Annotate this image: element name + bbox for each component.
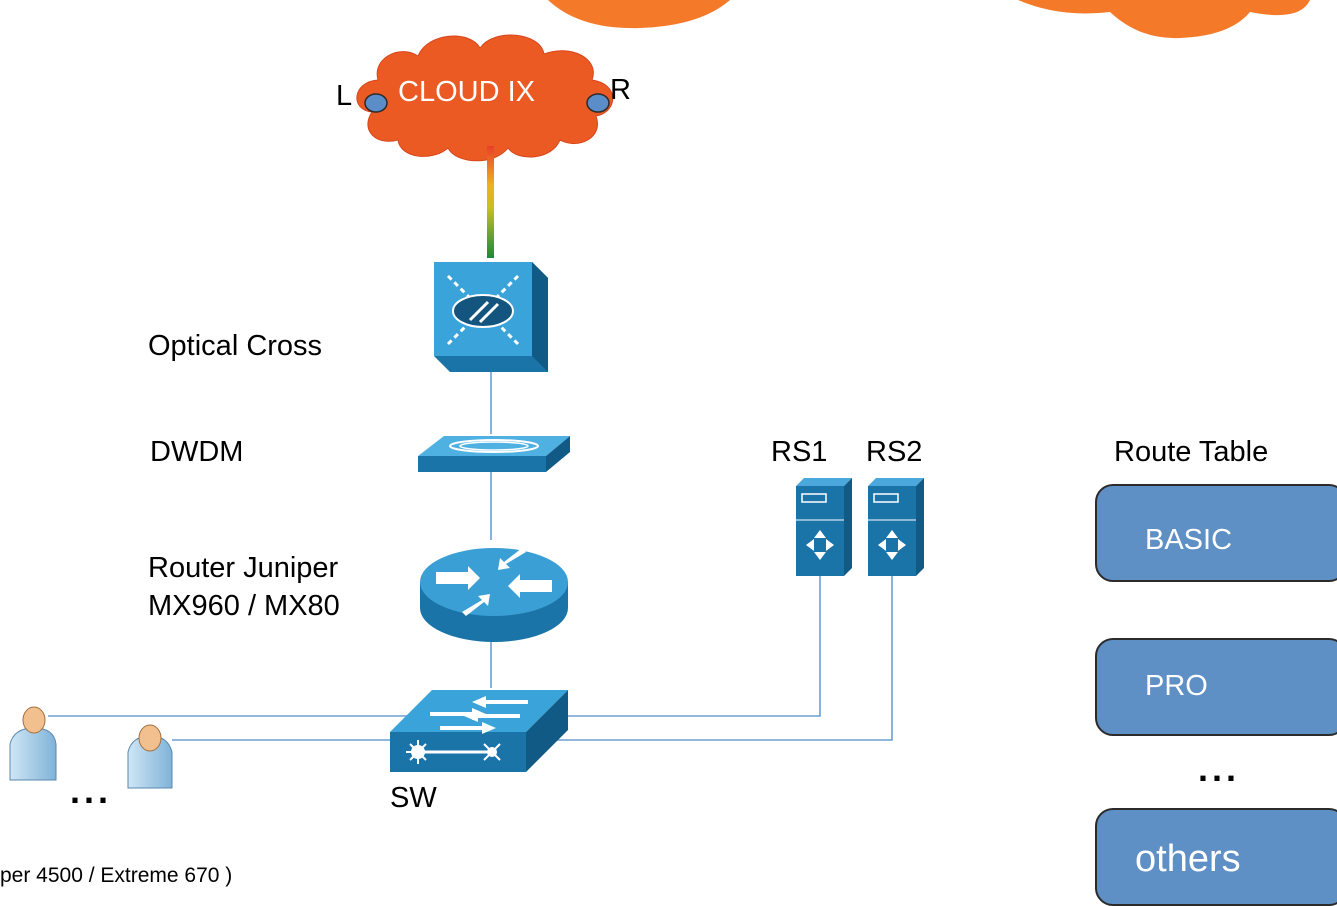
top-cloud-right (1018, 0, 1310, 39)
route-table-item-basic: BASIC (1095, 484, 1337, 582)
rs2-server-icon (868, 478, 924, 576)
route-table-item-label: BASIC (1145, 524, 1233, 556)
switch-note: per 4500 / Extreme 670 ) (0, 864, 233, 887)
switch-label: SW (390, 782, 437, 814)
cloud-port-l-label: L (336, 80, 353, 112)
optical-cross-icon (434, 262, 548, 372)
dwdm-label: DWDM (150, 436, 244, 468)
cloud-ix-shape (356, 34, 614, 162)
route-table-ellipsis: ... (1198, 748, 1241, 789)
switch-icon (390, 690, 568, 772)
optical-cross-label: Optical Cross (148, 330, 323, 362)
rs2-label: RS2 (866, 436, 923, 468)
router-label-line2: MX960 / MX80 (148, 590, 340, 622)
rs1-server-icon (796, 478, 852, 576)
route-table-title: Route Table (1114, 436, 1269, 468)
user-1-icon (9, 706, 57, 781)
top-cloud-left (548, 0, 730, 29)
port-r-icon (586, 93, 610, 113)
route-table-item-label: PRO (1145, 670, 1208, 702)
route-table-item-label: others (1135, 838, 1241, 880)
route-table-item-pro: PRO (1095, 638, 1337, 736)
dwdm-icon (418, 436, 570, 472)
route-table-item-others: others (1095, 808, 1337, 906)
links (48, 368, 893, 741)
rs1-label: RS1 (771, 436, 828, 468)
port-l-icon (364, 93, 388, 113)
uplink-line (487, 146, 494, 258)
cloud-port-r-label: R (610, 74, 631, 106)
cloud-ix-label: CLOUD IX (398, 76, 535, 108)
user-2-icon (127, 724, 173, 789)
users-ellipsis: ... (70, 770, 113, 811)
router-label-line1: Router Juniper (148, 552, 339, 584)
router-icon (420, 548, 568, 642)
